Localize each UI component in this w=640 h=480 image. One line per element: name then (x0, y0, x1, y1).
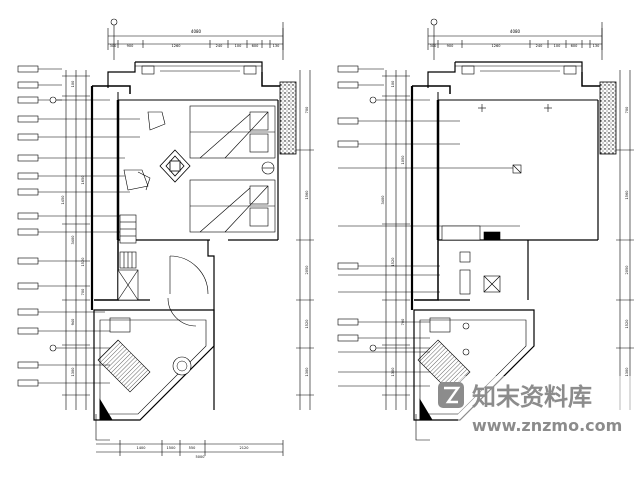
right-side-dim-1: 100 (391, 81, 395, 88)
left-side-dim-labels: 100 1650 1450 3400 1520 700 940 1300 (61, 81, 85, 377)
left-side-dim-6: 700 (81, 289, 85, 296)
right-right-dim-3: 2050 (625, 266, 629, 275)
right-side-dim-labels: 100 1050 3400 1520 700 1300 (381, 81, 405, 377)
left-top-dim-7: 130 (273, 44, 280, 48)
left-wardrobe (117, 269, 139, 301)
right-top-dim-6: 600 (571, 44, 578, 48)
left-side-dim-1: 100 (71, 81, 75, 88)
left-right-dim-3: 2050 (305, 266, 309, 275)
right-ceiling-details (441, 225, 501, 295)
left-side-dimension-chains (62, 70, 90, 410)
left-right-dim-labels: 700 1560 2050 1520 1300 (305, 107, 309, 377)
left-bottom-dim-1: 1400 (137, 446, 146, 450)
left-bottom-dim-3: 550 (189, 446, 196, 450)
right-top-dim-7: 130 (593, 44, 600, 48)
left-bed-1 (189, 105, 276, 159)
left-side-dim-8: 1300 (71, 368, 75, 377)
left-side-dim-5: 1520 (81, 258, 85, 267)
left-right-dimension-chains (296, 70, 314, 410)
left-right-dim-4: 1520 (305, 320, 309, 329)
left-armchairs (123, 111, 166, 191)
right-side-dim-5: 700 (401, 319, 405, 326)
left-top-dim-5: 100 (235, 44, 242, 48)
left-entry-door (167, 255, 209, 327)
left-bottom-dim-4: 2120 (240, 446, 249, 450)
left-luggage-rack (119, 214, 137, 269)
right-top-overall-dim: 4080 (510, 29, 521, 34)
right-right-dim-5: 1300 (625, 368, 629, 377)
left-bottom-overall-dim: 5000 (196, 455, 205, 459)
left-top-dim-1: 300 (110, 44, 117, 48)
left-side-dim-7: 940 (71, 319, 75, 326)
left-callout-tags (17, 65, 140, 387)
left-furniture-plan: 4080 300 900 1260 240 100 600 130 (17, 18, 314, 459)
right-top-dim-1: 300 (430, 44, 437, 48)
right-walls (410, 61, 617, 310)
right-side-dim-3: 3400 (381, 196, 385, 205)
right-callout-tags (337, 65, 520, 387)
left-coffee-table (159, 149, 191, 183)
left-top-dim-2: 900 (127, 44, 134, 48)
right-right-dim-2: 1560 (625, 191, 629, 200)
left-top-dim-3: 1260 (172, 44, 181, 48)
right-right-dim-labels: 700 1560 2050 1520 1300 (625, 107, 629, 377)
watermark-logo (438, 382, 464, 408)
left-top-dimensions (107, 28, 284, 50)
right-side-dim-6: 1300 (391, 368, 395, 377)
left-side-dim-3: 1450 (61, 196, 65, 205)
right-right-dim-1: 700 (625, 107, 629, 114)
left-top-overall-dim: 4080 (191, 29, 202, 34)
right-right-dimension-chains (616, 70, 634, 410)
right-ceiling-lights (478, 104, 552, 174)
left-side-dim-2: 1650 (81, 176, 85, 185)
right-side-dimension-chains (382, 70, 410, 410)
left-top-dim-6: 600 (252, 44, 259, 48)
left-walls (90, 61, 297, 410)
left-right-dim-5: 1300 (305, 368, 309, 377)
left-nightstand (261, 161, 275, 175)
right-right-dim-4: 1520 (625, 320, 629, 329)
watermark-name: 知末资料库 (472, 383, 592, 411)
left-top-dim-labels: 300 900 1260 240 100 600 130 (110, 44, 280, 48)
right-side-dim-4: 1520 (391, 258, 395, 267)
watermark-url: www.znzmo.com (472, 416, 622, 435)
right-top-dim-5: 100 (554, 44, 561, 48)
left-right-dim-1: 700 (305, 107, 309, 114)
left-top-dim-4: 240 (216, 44, 223, 48)
left-right-dim-2: 1560 (305, 191, 309, 200)
right-top-dim-3: 1260 (492, 44, 501, 48)
right-axis-markers (369, 18, 603, 352)
right-side-dim-2: 1050 (401, 156, 405, 165)
left-bathroom (93, 309, 215, 441)
left-bottom-dim-labels: 1400 1500 550 2120 5000 (137, 446, 249, 459)
left-axis-markers (49, 18, 284, 352)
right-top-dim-labels: 300 900 1260 240 100 600 130 (430, 44, 600, 48)
left-bottom-dimensions (96, 440, 284, 456)
watermark: 知末资料库 www.znzmo.com (438, 376, 640, 440)
left-bottom-dim-2: 1500 (167, 446, 176, 450)
left-bed-2 (189, 179, 276, 233)
right-top-dim-4: 240 (536, 44, 543, 48)
right-top-dim-2: 900 (447, 44, 454, 48)
left-side-dim-4: 3400 (71, 236, 75, 245)
